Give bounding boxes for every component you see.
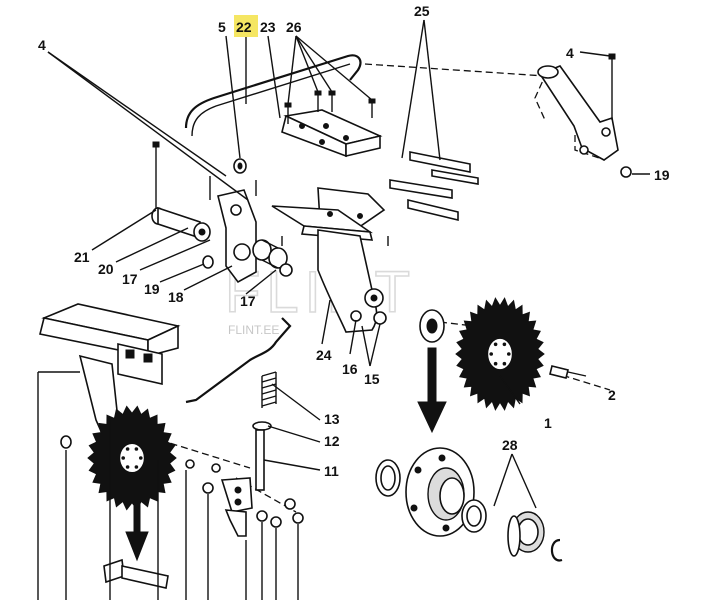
lower-plate-hole — [234, 486, 242, 494]
assembly-line-top — [364, 63, 546, 121]
washer-19a — [620, 166, 632, 178]
pivot-bracket-tube — [537, 65, 559, 79]
roller-20 — [151, 206, 211, 242]
assembly-line-bolt — [551, 371, 611, 391]
highlight-22 — [234, 15, 258, 37]
callout-22: 22 — [236, 19, 252, 35]
washer-5-hole — [237, 162, 243, 170]
plate-hole — [343, 135, 349, 141]
washer-17b — [279, 263, 293, 277]
reference-lines — [37, 371, 299, 600]
watermark-tagline: FLINT.EE — [228, 323, 279, 337]
lever-hole — [230, 204, 242, 216]
washer-19b — [202, 255, 214, 269]
sprocket-lower-bolt-hole — [121, 456, 125, 460]
plate-hole — [323, 123, 329, 129]
sprocket-lower-bolt-hole — [134, 447, 139, 451]
callout-11: 11 — [324, 463, 339, 479]
callout-15: 15 — [364, 371, 380, 387]
assembly-line-lower — [159, 439, 251, 469]
sprocket-1 — [455, 297, 545, 411]
callout-21: 21 — [74, 249, 90, 265]
sprocket-1-bolt-hole — [502, 361, 507, 366]
sprocket-lower-bolt-hole — [139, 456, 143, 460]
curved-rod-22 — [184, 54, 362, 129]
sprocket-1-bolt-hole — [489, 352, 494, 356]
plate-hole — [299, 123, 305, 129]
callout-18: 18 — [168, 289, 184, 305]
pivot-bracket-4 — [538, 65, 619, 161]
lower-hook — [224, 509, 247, 537]
callout-19b: 19 — [144, 281, 160, 297]
bracket-boss-hole — [370, 294, 378, 302]
pins-25 — [389, 151, 479, 222]
callout-17a: 17 — [122, 271, 138, 287]
hub-assembly-28 — [375, 447, 563, 562]
lower-washer — [60, 435, 72, 449]
sprocket-lower-hub — [119, 442, 145, 474]
left-lever — [217, 189, 257, 284]
sprocket-1-bolt-hole — [507, 352, 511, 356]
sprocket-1-bolt-hole — [502, 342, 507, 347]
callout-4b: 4 — [566, 45, 574, 61]
callout-25: 25 — [414, 3, 430, 19]
assembly-line-hub — [439, 321, 491, 329]
arrow-down-right — [417, 347, 447, 434]
sprocket-1-bolt-hole — [493, 361, 498, 366]
sprocket-1-bolt-hole — [493, 342, 498, 347]
pivot-hole — [579, 145, 589, 155]
assembly-line-right — [574, 135, 606, 161]
callout-5: 5 — [218, 19, 226, 35]
callout-4a: 4 — [38, 37, 46, 53]
callout-23: 23 — [260, 19, 276, 35]
bolt-2 — [549, 365, 587, 379]
sprocket-lower-bolt-hole — [125, 465, 130, 469]
spring-13 — [261, 371, 277, 408]
pivot-hole — [601, 127, 611, 137]
leader-lines — [47, 19, 650, 509]
pin-21-head — [152, 141, 160, 148]
callout-17b: 17 — [240, 293, 256, 309]
sprocket-lower-bolt-hole — [134, 465, 139, 469]
plate-hole — [319, 139, 325, 145]
callout-26: 26 — [286, 19, 302, 35]
bracket-hole — [357, 213, 363, 219]
lower-plate-hole — [234, 498, 242, 506]
callout-16: 16 — [342, 361, 358, 377]
callout-labels: 4 5 22 23 26 25 4 19 21 20 17 19 18 17 2… — [38, 3, 670, 479]
rod-11 — [255, 429, 265, 491]
curved-rod-22-edge — [191, 63, 351, 137]
callout-20: 20 — [98, 261, 114, 277]
bracket-hole — [327, 211, 333, 217]
callout-19a: 19 — [654, 167, 670, 183]
bracket-hole-16 — [350, 310, 362, 322]
callout-2: 2 — [608, 387, 616, 403]
callout-28: 28 — [502, 437, 518, 453]
bracket-hole-15 — [373, 311, 387, 325]
nuts — [185, 459, 304, 528]
lower-rod-13 — [185, 317, 292, 404]
callout-24: 24 — [316, 347, 332, 363]
hub-flange-hole — [426, 318, 438, 334]
sprocket-1-hub — [487, 337, 513, 371]
bottom-bolt — [103, 558, 169, 589]
top-plate-23-front — [345, 134, 381, 158]
callout-12: 12 — [324, 433, 340, 449]
bushing-17a — [252, 239, 288, 269]
lower-plate — [220, 477, 253, 513]
callout-13: 13 — [324, 411, 340, 427]
callout-1: 1 — [544, 415, 552, 431]
sprocket-lower-bolt-hole — [125, 447, 130, 451]
lever-bushing — [233, 243, 251, 261]
